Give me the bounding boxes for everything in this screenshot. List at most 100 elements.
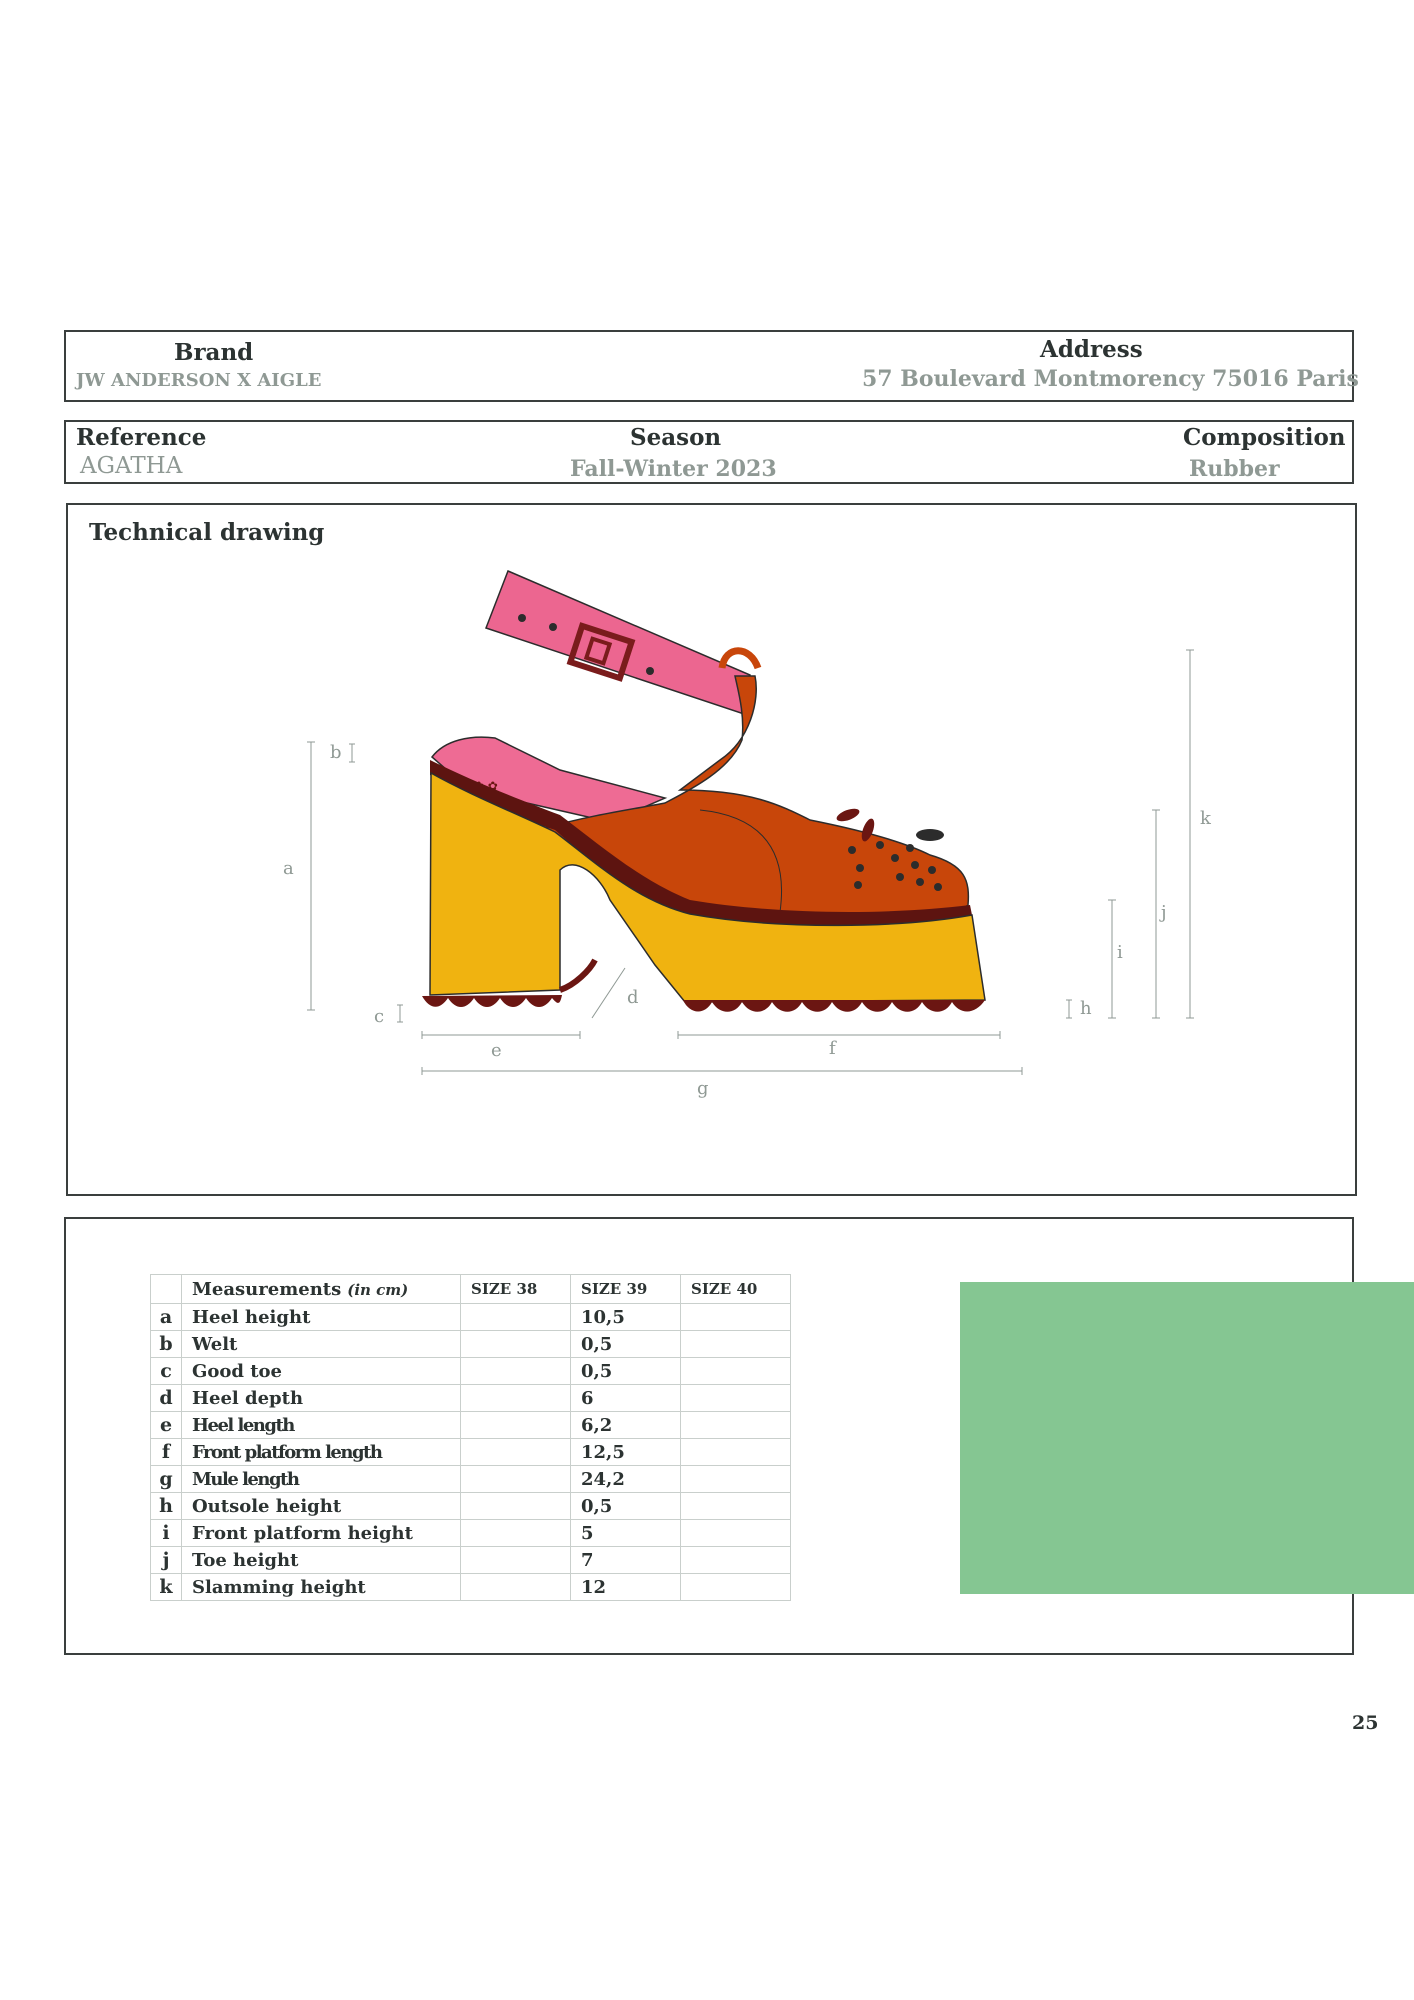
dim-label-j: j: [1161, 902, 1167, 923]
row-key: e: [150, 1411, 182, 1439]
size-40-value: [680, 1492, 791, 1520]
brand-label: Brand: [174, 339, 254, 366]
size-38-value: [460, 1357, 571, 1385]
row-key: h: [150, 1492, 182, 1520]
address-label: Address: [1040, 336, 1143, 363]
size-38-value: [460, 1492, 571, 1520]
brand-address-panel: Brand JW ANDERSON X AIGLE Address 57 Bou…: [64, 330, 1359, 402]
row-key: g: [150, 1465, 182, 1493]
size-38-value: [460, 1411, 571, 1439]
measurements-header-cell: Measurements(in cm): [181, 1274, 461, 1304]
size-39-value: 0,5: [570, 1492, 681, 1520]
size-40-value: [680, 1438, 791, 1466]
dim-label-k: k: [1200, 808, 1211, 829]
row-key: a: [150, 1303, 182, 1331]
brand-value: JW ANDERSON X AIGLE: [76, 370, 322, 391]
row-key: i: [150, 1519, 182, 1547]
size-40-value: [680, 1303, 791, 1331]
size-39-header: SIZE 39: [570, 1274, 681, 1304]
dim-label-e: e: [491, 1040, 502, 1061]
technical-drawing-title: Technical drawing: [89, 519, 325, 546]
row-key: d: [150, 1384, 182, 1412]
green-color-swatch: [960, 1282, 1414, 1594]
size-38-header: SIZE 38: [460, 1274, 571, 1304]
reference-value: AGATHA: [80, 453, 183, 479]
measurements-header-label: Measurements: [192, 1278, 342, 1300]
row-key: c: [150, 1357, 182, 1385]
size-39-value: 5: [570, 1519, 681, 1547]
size-40-value: [680, 1546, 791, 1574]
composition-value: Rubber: [1189, 456, 1280, 482]
size-40-value: [680, 1384, 791, 1412]
season-value: Fall-Winter 2023: [570, 456, 777, 482]
measurements-table: Measurements(in cm) SIZE 38 SIZE 39 SIZE…: [150, 1274, 791, 1601]
row-label: Slamming height: [181, 1573, 461, 1601]
page-number: 25: [1352, 1712, 1379, 1734]
size-39-value: 7: [570, 1546, 681, 1574]
row-label: Welt: [181, 1330, 461, 1358]
shoe-technical-drawing: ✿ ✿ ✿: [307, 570, 1194, 1075]
dim-label-g: g: [697, 1078, 709, 1099]
dim-label-d: d: [627, 987, 639, 1008]
row-label: Mule length: [181, 1465, 461, 1493]
size-38-value: [460, 1438, 571, 1466]
size-38-value: [460, 1465, 571, 1493]
row-label: Heel depth: [181, 1384, 461, 1412]
size-40-value: [680, 1411, 791, 1439]
size-38-value: [460, 1303, 571, 1331]
size-39-value: 12: [570, 1573, 681, 1601]
size-40-value: [680, 1330, 791, 1358]
size-39-value: 0,5: [570, 1330, 681, 1358]
key-header-cell: [150, 1274, 182, 1304]
table-header-row: Measurements(in cm) SIZE 38 SIZE 39 SIZE…: [150, 1274, 791, 1304]
size-39-value: 12,5: [570, 1438, 681, 1466]
row-key: b: [150, 1330, 182, 1358]
row-label: Outsole height: [181, 1492, 461, 1520]
size-40-value: [680, 1357, 791, 1385]
size-39-value: 6,2: [570, 1411, 681, 1439]
row-label: Heel height: [181, 1303, 461, 1331]
outsole-treads: [422, 995, 562, 1007]
size-38-value: [460, 1330, 571, 1358]
shoe-upper: [543, 675, 970, 921]
dim-label-i: i: [1117, 942, 1123, 963]
row-key: f: [150, 1438, 182, 1466]
size-39-value: 6: [570, 1384, 681, 1412]
dim-label-f: f: [829, 1038, 836, 1059]
reference-season-composition-panel: Reference AGATHA Season Fall-Winter 2023…: [64, 420, 1354, 484]
size-40-value: [680, 1573, 791, 1601]
address-value: 57 Boulevard Montmorency 75016 Paris: [862, 366, 1359, 392]
size-39-value: 10,5: [570, 1303, 681, 1331]
row-label: Front platform length: [181, 1438, 461, 1466]
row-label: Good toe: [181, 1357, 461, 1385]
size-38-value: [460, 1546, 571, 1574]
dim-label-b: b: [330, 742, 342, 763]
size-38-value: [460, 1519, 571, 1547]
dim-label-a: a: [283, 858, 294, 879]
composition-label: Composition: [1183, 424, 1346, 451]
size-40-header: SIZE 40: [680, 1274, 791, 1304]
platform-sole: [429, 771, 986, 1003]
row-label: Front platform height: [181, 1519, 461, 1547]
row-label: Toe height: [181, 1546, 461, 1574]
season-label: Season: [630, 424, 722, 451]
buckle-icon: [566, 622, 636, 682]
size-39-value: 0,5: [570, 1357, 681, 1385]
row-key: j: [150, 1546, 182, 1574]
size-38-value: [460, 1384, 571, 1412]
row-label: Heel length: [181, 1411, 461, 1439]
size-38-value: [460, 1573, 571, 1601]
dim-label-h: h: [1080, 998, 1092, 1019]
technical-drawing-panel: Technical drawing: [66, 503, 1357, 1196]
